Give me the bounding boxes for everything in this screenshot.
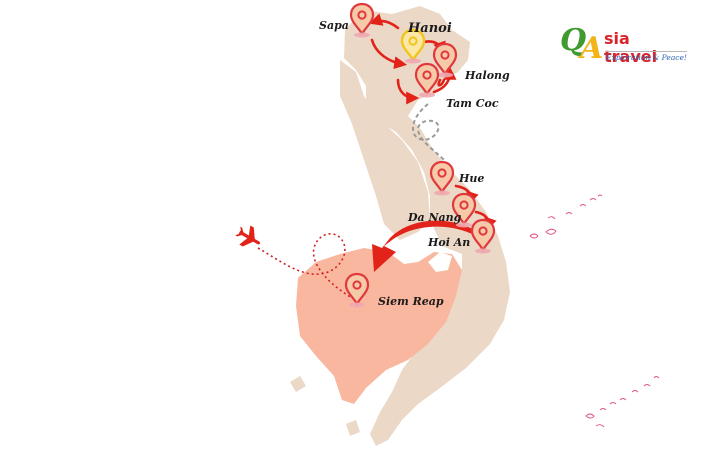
label-hoian: Hoi An [428,236,471,249]
label-tamcoc: Tam Coc [446,97,499,110]
route-hanoi-tamcoc [396,78,420,105]
logo-brand: sia travel [604,29,658,66]
route-hanoi-sapa [369,13,400,30]
laos-land [340,60,430,240]
label-hanoi: Hanoi [408,21,452,36]
paracel-islands [529,194,603,239]
logo-q: Q [560,23,587,58]
island [346,420,360,436]
label-siemreap: Siem Reap [378,295,444,308]
logo-tagline: Exploration & Peace! [606,51,687,62]
asia-travel-logo: Q A sia travel Exploration & Peace! [558,24,688,68]
route-tamcoc-hue [412,103,454,175]
flight-path [257,233,353,299]
spratly-islands [585,376,660,428]
airplane-icon [235,225,261,247]
island [290,376,306,392]
route-sapa-hanoi [370,38,408,70]
label-halong: Halong [465,69,510,82]
coastal-bulge [428,252,452,272]
vietnam-land [344,6,510,446]
route-hoian-siemreap [372,220,478,272]
hanoi-pin-icon [400,28,426,64]
label-hue: Hue [459,172,485,185]
route-halong-hanoi [437,78,446,87]
logo-a: A [580,31,604,66]
label-sapa: Sapa [319,19,349,32]
label-danang: Da Nang [408,211,462,224]
